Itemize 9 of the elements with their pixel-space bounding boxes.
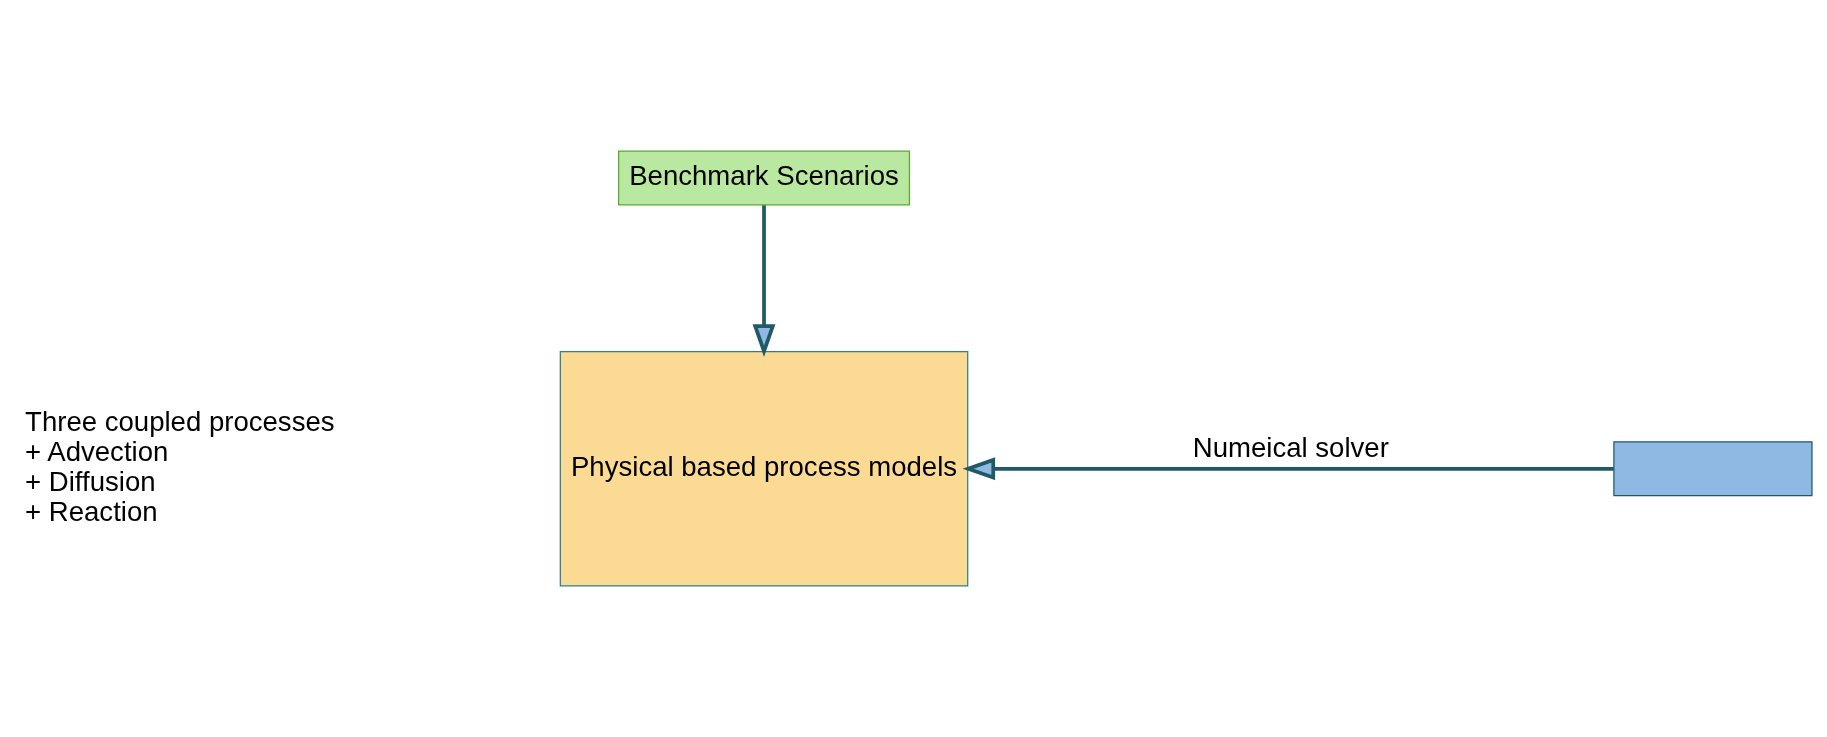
arrow xyxy=(962,457,1614,481)
label: Three coupled processes xyxy=(25,405,335,437)
label: + Reaction xyxy=(25,495,158,527)
node-box: Physical based process models xyxy=(559,350,969,587)
arrow xyxy=(752,205,776,357)
label: + Diffusion xyxy=(25,465,156,497)
node-box: Benchmark Scenarios xyxy=(618,150,911,206)
edge-label: Numeical solver xyxy=(1192,432,1389,463)
node-box xyxy=(1613,441,1813,497)
